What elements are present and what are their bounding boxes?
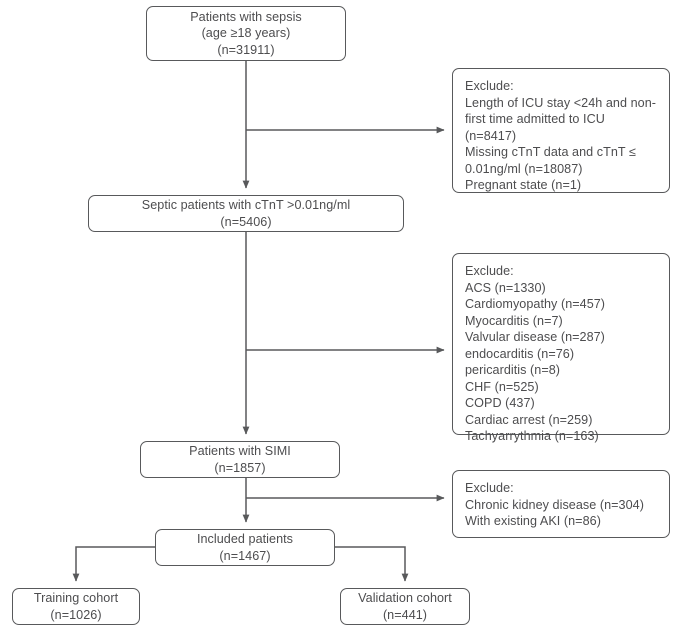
exclude-line: Myocarditis (n=7) (465, 313, 563, 328)
node-line: Septic patients with cTnT >0.01ng/ml (141, 198, 351, 212)
edge-included-to-training (72, 546, 155, 582)
node-line: Patients with sepsis (190, 9, 302, 24)
edge-included-to-validation (335, 546, 409, 582)
exclude-line: Exclude: (465, 481, 514, 495)
node-line: Validation cohort (358, 591, 452, 605)
node-line: (n=1026) (50, 607, 102, 622)
node-line: Training cohort (33, 591, 119, 605)
node-line: Patients with SIMI (189, 444, 291, 458)
node-included-patients[interactable]: Included patients (n=1467) (155, 529, 335, 566)
exclude-line: first time admitted to ICU (465, 112, 605, 126)
exclude-line: COPD (437) (465, 396, 535, 410)
node-patients-with-sepsis[interactable]: Patients with sepsis (age ≥18 years) (n=… (146, 6, 346, 61)
node-line: (n=31911) (217, 42, 275, 57)
exclude-line: Cardiac arrest (n=259) (465, 412, 593, 427)
node-line: (n=441) (382, 607, 428, 622)
exclude-line: Valvular disease (n=287) (465, 330, 605, 344)
node-septic-patients-ctnt[interactable]: Septic patients with cTnT >0.01ng/ml (n=… (88, 195, 404, 232)
exclude-line: Pregnant state (n=1) (465, 178, 582, 192)
exclude-line: ACS (n=1330) (465, 280, 546, 295)
node-line: Included patients (196, 532, 294, 546)
node-exclude-box-2[interactable]: Exclude: ACS (n=1330) Cardiomyopathy (n=… (452, 253, 670, 443)
exclude-line: pericarditis (n=8) (465, 363, 561, 377)
exclude-line: (n=8417) (465, 128, 517, 143)
exclude-line: endocarditis (n=76) (465, 346, 575, 361)
exclude-line: With existing AKI (n=86) (465, 514, 601, 528)
exclude-line: Length of ICU stay <24h and non- (465, 95, 656, 110)
exclude-line: Tachyarrythmia (n=163) (465, 429, 599, 443)
node-patients-with-simi[interactable]: Patients with SIMI (n=1857) (140, 441, 340, 478)
node-exclude-box-1[interactable]: Exclude: Length of ICU stay <24h and non… (452, 68, 670, 193)
node-validation-cohort[interactable]: Validation cohort (n=441) (340, 588, 470, 625)
exclude-line: Missing cTnT data and cTnT ≤ (465, 145, 636, 159)
exclude-line: Exclude: (465, 79, 514, 93)
node-exclude-box-3[interactable]: Exclude: Chronic kidney disease (n=304) … (452, 470, 670, 538)
exclude-line: 0.01ng/ml (n=18087) (465, 161, 583, 176)
node-line: (n=5406) (220, 214, 272, 229)
exclude-line: Cardiomyopathy (n=457) (465, 297, 606, 311)
node-line: (age ≥18 years) (201, 26, 291, 41)
node-line: (n=1857) (214, 460, 266, 475)
exclude-line: Exclude: (465, 264, 514, 278)
exclude-line: Chronic kidney disease (n=304) (465, 497, 644, 512)
node-line: (n=1467) (219, 548, 271, 563)
node-training-cohort[interactable]: Training cohort (n=1026) (12, 588, 140, 625)
exclude-line: CHF (n=525) (465, 379, 539, 394)
